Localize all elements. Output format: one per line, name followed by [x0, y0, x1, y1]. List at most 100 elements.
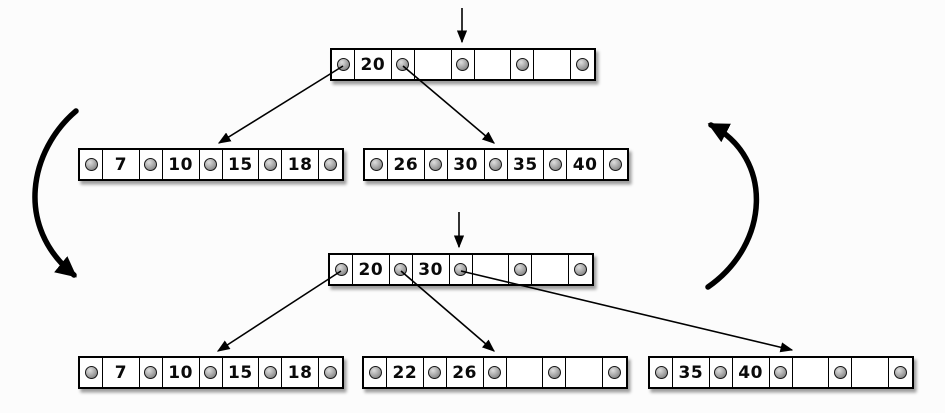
- pointer-cell: [140, 358, 163, 387]
- pointer-dot-icon: [574, 263, 587, 276]
- pointer-dot-icon: [428, 366, 442, 379]
- key-cell: [475, 50, 512, 79]
- key-cell: [852, 358, 889, 387]
- key-cell: [415, 50, 452, 79]
- link-after-root-to-left-child: [216, 270, 342, 352]
- pointer-dot-icon: [429, 158, 443, 171]
- pointer-dot-icon: [204, 158, 217, 171]
- pointer-dot-icon: [263, 366, 277, 379]
- key-cell: 18: [282, 150, 319, 179]
- pointer-dot-icon: [654, 366, 668, 379]
- pointer-cell: [80, 150, 103, 179]
- pointer-cell: [544, 150, 568, 179]
- pointer-dot-icon: [608, 366, 621, 379]
- pointer-cell: [889, 358, 912, 387]
- pointer-cell: [365, 150, 388, 179]
- key-cell: 30: [413, 255, 450, 284]
- pointer-dot-icon: [144, 158, 158, 171]
- pointer-cell: [571, 50, 594, 79]
- pointer-dot-icon: [548, 158, 562, 171]
- pointer-cell: [424, 358, 447, 387]
- key-cell: 7: [103, 150, 140, 179]
- pointer-dot-icon: [576, 58, 589, 71]
- pointer-dot-icon: [489, 158, 502, 171]
- pointer-cell: [80, 358, 103, 387]
- pointer-cell: [543, 358, 567, 387]
- pointer-dot-icon: [263, 158, 277, 171]
- cycle-arrow-left-icon: [32, 108, 79, 278]
- pointer-cell: [509, 255, 533, 284]
- pointer-cell: [452, 50, 475, 79]
- pointer-cell: [450, 255, 473, 284]
- btree-node-after-child-left: 7 10 15 18: [78, 356, 344, 389]
- link-before-root-to-left-child: [217, 65, 344, 144]
- key-cell: [532, 255, 569, 284]
- key-cell: 26: [388, 150, 425, 179]
- pointer-dot-icon: [368, 366, 382, 379]
- key-cell: [793, 358, 830, 387]
- pointer-dot-icon: [324, 158, 337, 171]
- key-cell: 15: [223, 358, 260, 387]
- pointer-cell: [330, 255, 353, 284]
- key-cell: 15: [223, 150, 260, 179]
- btree-node-before-child-left: 7 10 15 18: [78, 148, 344, 181]
- key-cell: 10: [163, 358, 200, 387]
- pointer-cell: [650, 358, 673, 387]
- key-cell: 22: [387, 358, 424, 387]
- key-cell: 18: [282, 358, 319, 387]
- pointer-dot-icon: [84, 366, 98, 379]
- btree-node-before-child-right: 26 30 35 40: [363, 148, 629, 181]
- pointer-dot-icon: [894, 366, 907, 379]
- key-cell: 7: [103, 358, 140, 387]
- pointer-cell: [319, 150, 342, 179]
- pointer-cell: [319, 358, 342, 387]
- pointer-dot-icon: [396, 58, 410, 71]
- pointer-cell: [484, 358, 507, 387]
- pointer-dot-icon: [84, 158, 98, 171]
- pointer-cell: [332, 50, 355, 79]
- pointer-cell: [603, 358, 626, 387]
- pointer-cell: [390, 255, 413, 284]
- pointer-dot-icon: [324, 366, 337, 379]
- key-cell: [473, 255, 510, 284]
- pointer-dot-icon: [774, 366, 787, 379]
- key-cell: [507, 358, 544, 387]
- pointer-dot-icon: [515, 58, 529, 71]
- pointer-dot-icon: [714, 366, 728, 379]
- pointer-dot-icon: [394, 263, 408, 276]
- pointer-cell: [259, 150, 283, 179]
- key-cell: 40: [567, 150, 604, 179]
- pointer-dot-icon: [334, 263, 348, 276]
- pointer-cell: [364, 358, 387, 387]
- pointer-dot-icon: [454, 263, 467, 276]
- pointer-dot-icon: [456, 58, 469, 71]
- key-cell: 10: [163, 150, 200, 179]
- key-cell: 20: [353, 255, 390, 284]
- key-cell: [534, 50, 571, 79]
- pointer-cell: [770, 358, 793, 387]
- key-cell: [566, 358, 603, 387]
- pointer-cell: [710, 358, 733, 387]
- pointer-dot-icon: [488, 366, 501, 379]
- key-cell: 30: [448, 150, 485, 179]
- pointer-cell: [200, 150, 223, 179]
- pointer-dot-icon: [513, 263, 527, 276]
- key-cell: 26: [447, 358, 484, 387]
- pointer-dot-icon: [336, 58, 350, 71]
- pointer-cell: [425, 150, 448, 179]
- btree-node-after-child-middle: 22 26: [362, 356, 628, 389]
- pointer-cell: [511, 50, 535, 79]
- key-cell: 35: [508, 150, 545, 179]
- pointer-cell: [829, 358, 853, 387]
- pointer-dot-icon: [144, 366, 158, 379]
- pointer-dot-icon: [369, 158, 383, 171]
- pointer-dot-icon: [833, 366, 847, 379]
- key-cell: 20: [355, 50, 392, 79]
- pointer-cell: [392, 50, 415, 79]
- pointer-cell: [604, 150, 627, 179]
- key-cell: 35: [673, 358, 710, 387]
- pointer-dot-icon: [204, 366, 217, 379]
